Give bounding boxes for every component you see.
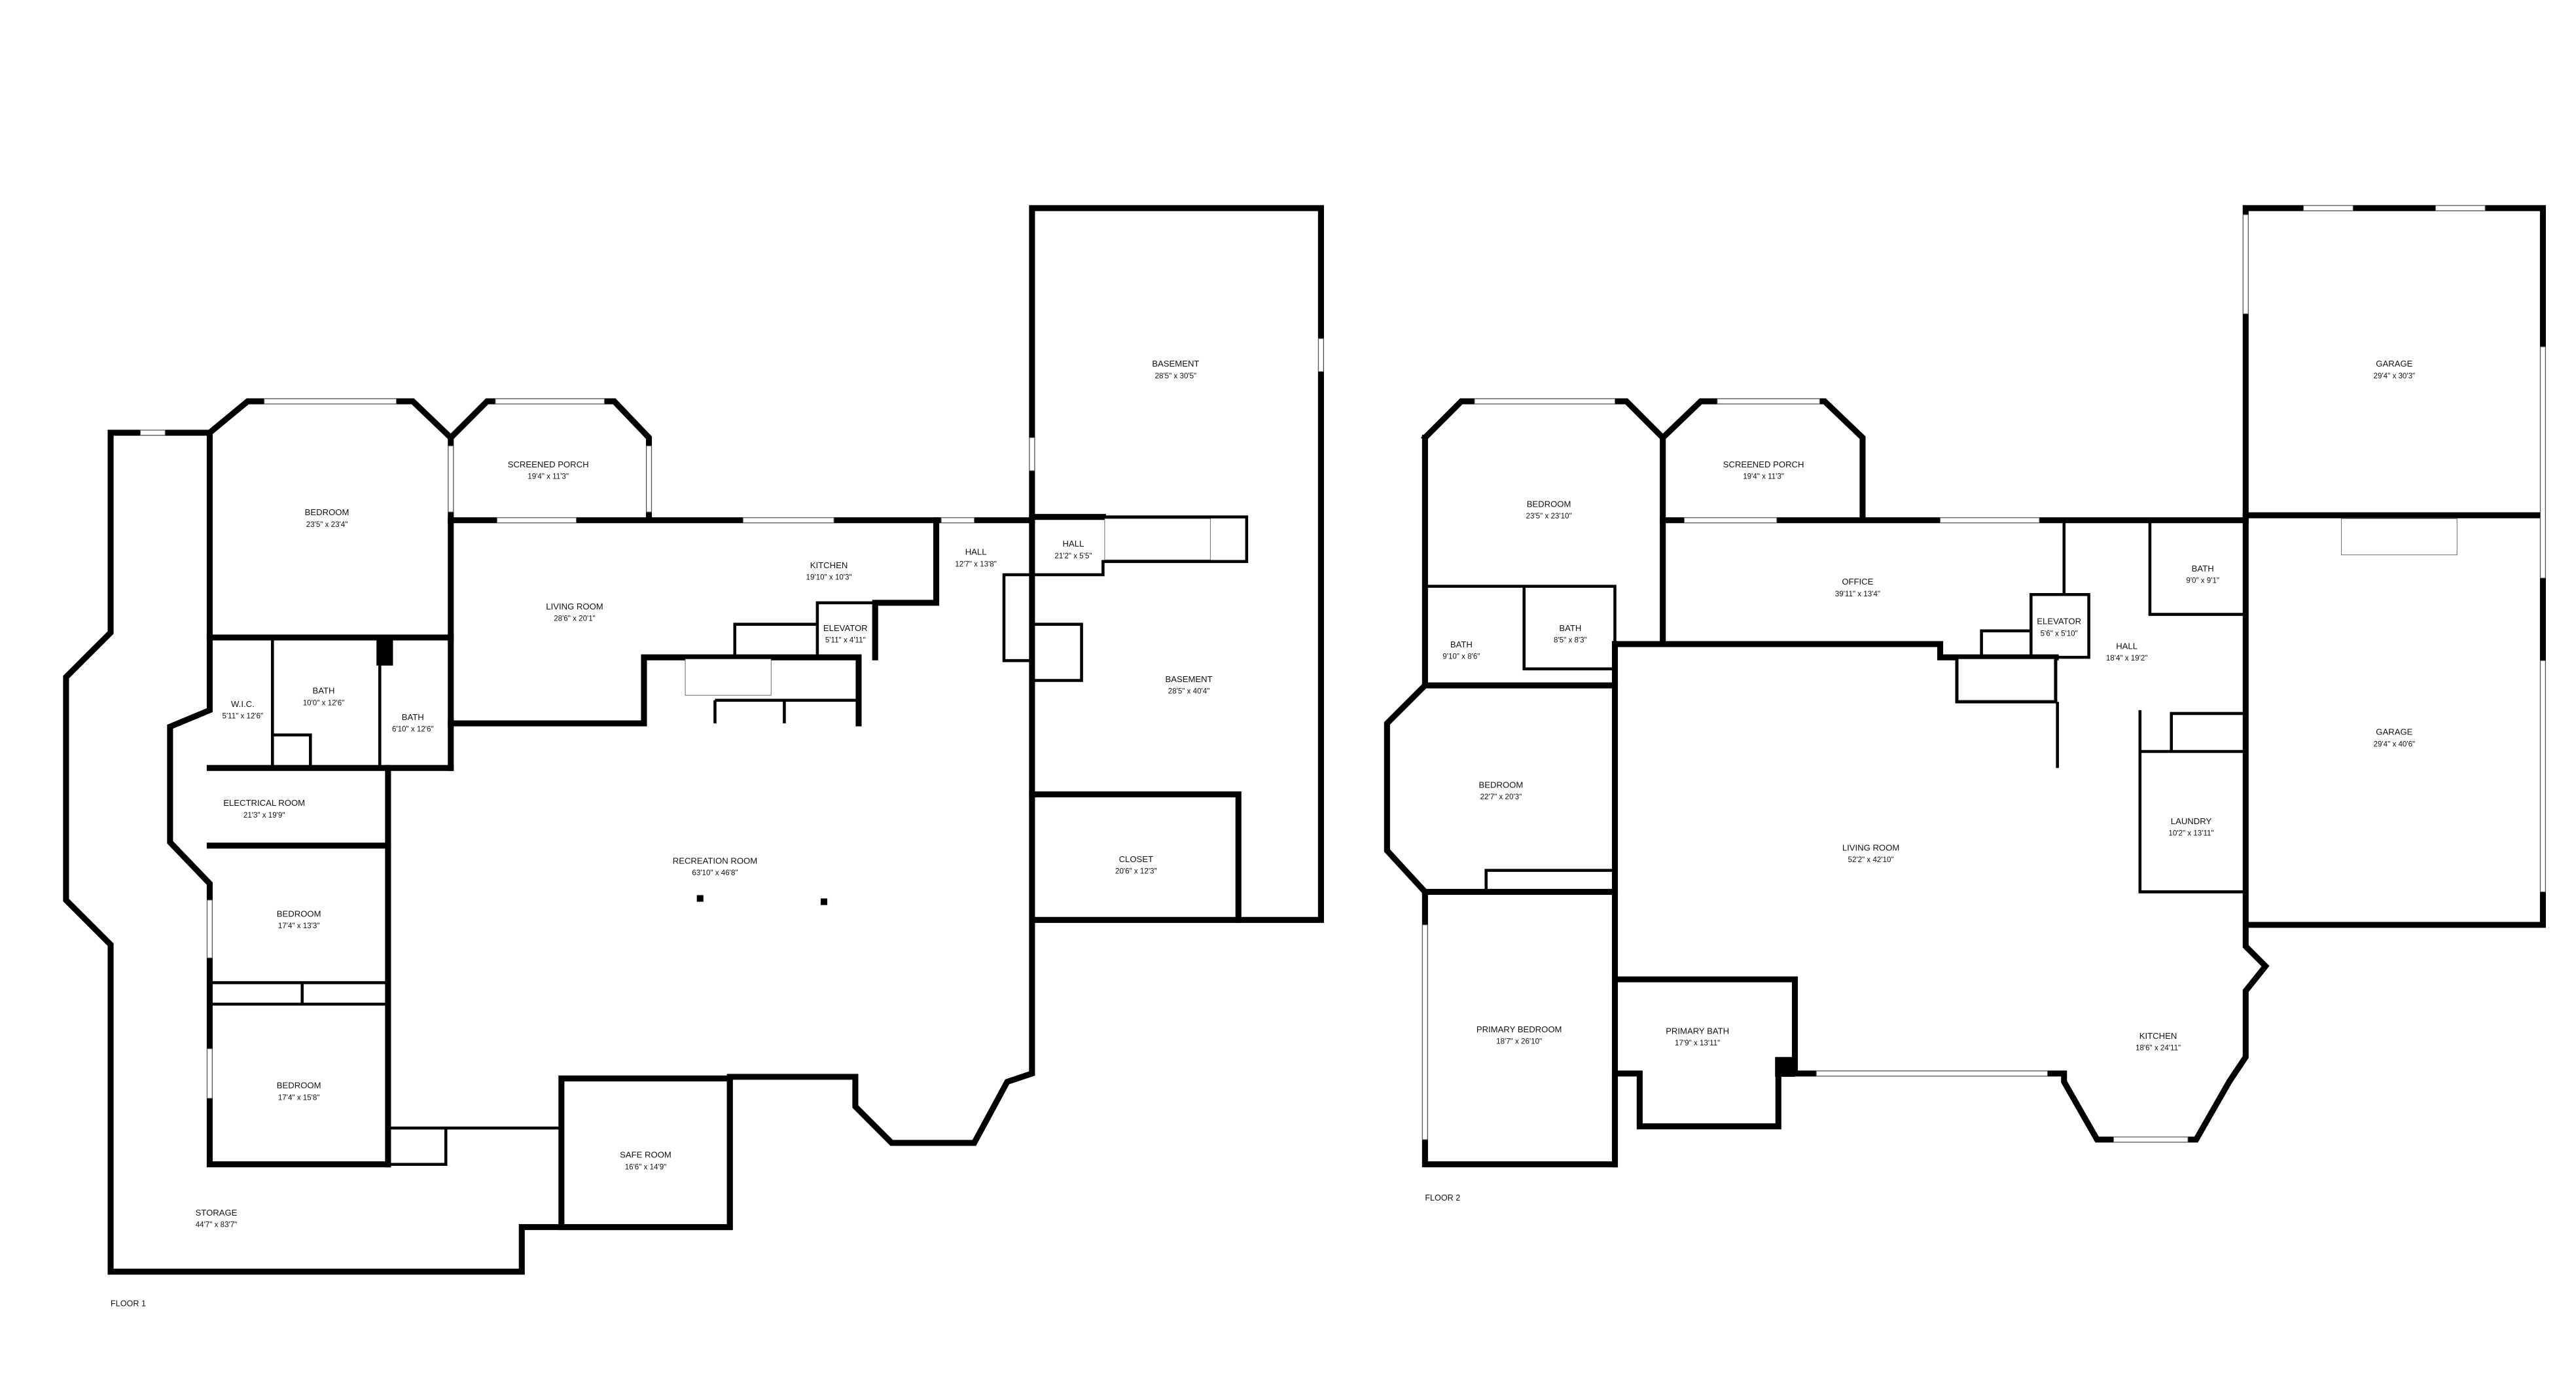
room-dimensions: 16'6" x 14'9" [625, 1163, 667, 1171]
floor-2-plan: BEDROOM 23'5" x 23'10" SCREENED PORCH 19… [1384, 205, 2546, 1202]
room-dimensions: 28'6" x 20'1" [554, 615, 596, 623]
wall-column [1775, 1057, 1795, 1077]
room-label: LAUNDRY [2171, 816, 2212, 826]
room-dimensions: 19'4" x 11'3" [528, 473, 569, 481]
room-label: SAFE ROOM [620, 1150, 671, 1160]
room-label: KITCHEN [810, 560, 848, 570]
room-label: BEDROOM [277, 1081, 321, 1091]
room-label: PRIMARY BATH [1666, 1026, 1729, 1036]
floor-2-stairs [1958, 518, 2458, 701]
floor-2-labels: BEDROOM 23'5" x 23'10" SCREENED PORCH 19… [1425, 359, 2415, 1202]
room-label: SCREENED PORCH [1723, 460, 1804, 469]
room-label: BASEMENT [1165, 674, 1212, 684]
room-dimensions: 44'7" x 83'7" [196, 1221, 238, 1229]
room-label: STORAGE [196, 1208, 238, 1218]
room-dimensions: 63'10" x 46'8" [692, 869, 738, 877]
room-label: BATH [402, 712, 424, 722]
room-label: CLOSET [1119, 854, 1153, 864]
room-dimensions: 5'6" x 5'10" [2041, 629, 2078, 638]
room-dimensions: 5'11" x 12'6" [223, 712, 264, 721]
room-dimensions: 39'11" x 13'4" [1835, 590, 1880, 598]
room-dimensions: 21'3" x 19'9" [243, 811, 285, 820]
wall-column [376, 639, 393, 666]
room-label: BEDROOM [1527, 499, 1571, 509]
floor-1-windows [139, 338, 1324, 1099]
floor-1-stairs [685, 518, 1211, 696]
room-label: BATH [313, 686, 335, 696]
room-label: HALL [1063, 539, 1084, 549]
room-label: BATH [1450, 640, 1473, 649]
room-label: LIVING ROOM [546, 602, 603, 611]
room-dimensions: 19'10" x 10'3" [806, 573, 852, 582]
room-label: BATH [1559, 623, 1581, 633]
column [820, 898, 828, 905]
room-dimensions: 12'7" x 13'8" [955, 560, 997, 568]
room-label: GARAGE [2376, 359, 2412, 369]
room-label: BATH [2192, 564, 2214, 573]
room-label: ELECTRICAL ROOM [223, 798, 305, 808]
floor-2-label: FLOOR 2 [1425, 1193, 1460, 1202]
room-label: HALL [965, 547, 987, 557]
floor-2-windows [1422, 205, 2546, 1143]
floor-2-walls [1384, 205, 2546, 1168]
room-dimensions: 28'5" x 40'4" [1168, 687, 1210, 696]
room-dimensions: 17'9" x 13'11" [1675, 1039, 1720, 1047]
room-dimensions: 9'10" x 8'6" [1442, 653, 1480, 661]
room-dimensions: 18'4" x 19'2" [2106, 654, 2148, 662]
room-dimensions: 23'5" x 23'10" [1526, 512, 1572, 520]
room-label: W.I.C. [231, 699, 255, 709]
room-dimensions: 23'5" x 23'4" [306, 520, 348, 529]
room-dimensions: 52'2" x 42'10" [1848, 856, 1894, 864]
room-label: SCREENED PORCH [508, 460, 589, 469]
floor-1-label: FLOOR 1 [111, 1299, 146, 1309]
room-label: GARAGE [2376, 727, 2412, 737]
room-dimensions: 29'4" x 30'3" [2374, 372, 2416, 380]
floor-1-walls [63, 205, 1324, 1275]
room-dimensions: 20'6" x 12'3" [1115, 867, 1157, 876]
room-label: KITCHEN [2139, 1031, 2177, 1041]
room-label: BASEMENT [1152, 359, 1199, 369]
room-dimensions: 6'10" x 12'6" [392, 725, 434, 734]
room-label: BEDROOM [305, 507, 349, 517]
room-label: BEDROOM [277, 909, 321, 918]
room-dimensions: 19'4" x 11'3" [1743, 473, 1784, 481]
room-dimensions: 21'2" x 5'5" [1054, 552, 1092, 560]
room-label: LIVING ROOM [1842, 842, 1899, 852]
room-label: PRIMARY BEDROOM [1476, 1024, 1562, 1034]
room-dimensions: 8'5" x 8'3" [1554, 636, 1587, 644]
room-label: OFFICE [1842, 577, 1873, 587]
floor-1-plan: BEDROOM 23'5" x 23'4" SCREENED PORCH 19'… [63, 205, 1324, 1309]
room-dimensions: 5'11" x 4'11" [825, 636, 866, 644]
room-dimensions: 18'7" x 26'10" [1496, 1038, 1542, 1046]
floor-1-labels: BEDROOM 23'5" x 23'4" SCREENED PORCH 19'… [111, 359, 1213, 1309]
room-label: ELEVATOR [2037, 617, 2081, 626]
room-dimensions: 22'7" x 20'3" [1480, 793, 1522, 801]
room-dimensions: 17'4" x 13'3" [278, 922, 320, 930]
room-dimensions: 10'0" x 12'6" [303, 698, 345, 707]
room-label: ELEVATOR [823, 623, 868, 633]
room-label: RECREATION ROOM [673, 856, 757, 866]
column [696, 895, 704, 902]
room-dimensions: 18'6" x 24'11" [2136, 1044, 2181, 1053]
room-label: BEDROOM [1479, 780, 1524, 789]
room-dimensions: 17'4" x 15'8" [278, 1093, 320, 1102]
room-dimensions: 28'5" x 30'5" [1155, 372, 1197, 380]
room-dimensions: 9'0" x 9'1" [2186, 577, 2219, 585]
room-dimensions: 29'4" x 40'6" [2374, 740, 2416, 748]
room-label: HALL [2116, 642, 2138, 651]
room-dimensions: 10'2" x 13'11" [2168, 829, 2213, 838]
